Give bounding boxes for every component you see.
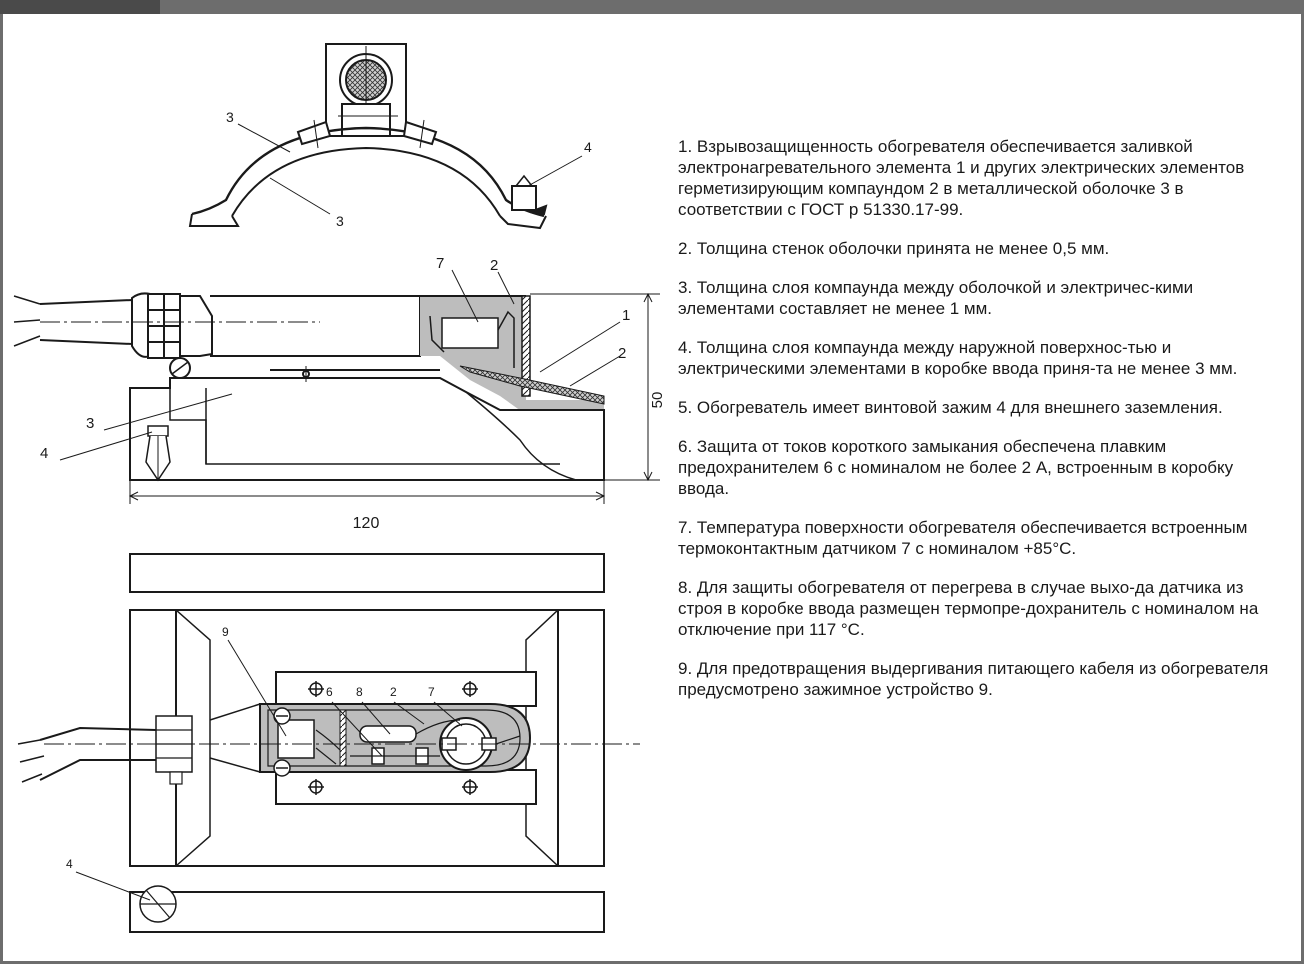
- top-view-leaders: [237, 123, 583, 215]
- top-view-clamp: [188, 43, 548, 230]
- label-6-plan: 6: [326, 685, 333, 699]
- label-3-side: 3: [86, 415, 94, 432]
- note-2: 2. Толщина стенок оболочки принята не ме…: [678, 239, 1110, 258]
- label-9-plan: 9: [222, 625, 229, 639]
- label-2-side-b: 2: [618, 345, 626, 362]
- note-5: 5. Обогреватель имеет винтовой зажим 4 д…: [678, 398, 1223, 417]
- dimension-50: 50: [649, 392, 666, 409]
- label-3-top-b: 3: [336, 213, 344, 229]
- note-3: 3. Толщина слоя компаунда между оболочко…: [678, 278, 1194, 318]
- label-3-top-a: 3: [226, 109, 234, 125]
- side-section-view: [13, 292, 605, 482]
- shell-wall: [521, 295, 531, 397]
- shell-outer-arc: [191, 126, 545, 218]
- dimension-120: 120: [353, 515, 380, 532]
- label-4-side: 4: [40, 445, 48, 462]
- earth-clamp-top: [511, 185, 537, 211]
- plan-leaders: [75, 639, 463, 901]
- note-6: 6. Защита от токов короткого замыкания о…: [678, 437, 1234, 498]
- plan-bottom-rail: [129, 891, 605, 933]
- note-9: 9. Для предотвращения выдергивания питаю…: [678, 659, 1269, 699]
- label-2-plan: 2: [390, 685, 397, 699]
- plan-top-rail: [129, 553, 605, 593]
- plan-view: [17, 553, 640, 933]
- sensor-block: [441, 317, 499, 349]
- note-7: 7. Температура поверхности обогревателя …: [678, 518, 1248, 558]
- note-1: 1. Взрывозащищенность обогревателя обесп…: [678, 137, 1245, 219]
- shell-inner-arc: [231, 146, 501, 217]
- heating-element: [459, 365, 605, 405]
- label-4-top: 4: [584, 139, 592, 155]
- label-4-plan: 4: [66, 857, 73, 871]
- note-8: 8. Для защиты обогревателя от перегрева …: [678, 578, 1259, 639]
- label-2-side-a: 2: [490, 257, 498, 274]
- label-8-plan: 8: [356, 685, 363, 699]
- label-7-side: 7: [436, 255, 444, 272]
- label-7-plan: 7: [428, 685, 435, 699]
- notes-list: 1. Взрывозащищенность обогревателя обесп…: [678, 136, 1283, 718]
- side-dimensions: [59, 269, 660, 504]
- top-bar-tab: [0, 0, 160, 14]
- note-4: 4. Толщина слоя компаунда между наружной…: [678, 338, 1238, 378]
- label-1-side: 1: [622, 307, 630, 324]
- top-bar: [0, 0, 1304, 14]
